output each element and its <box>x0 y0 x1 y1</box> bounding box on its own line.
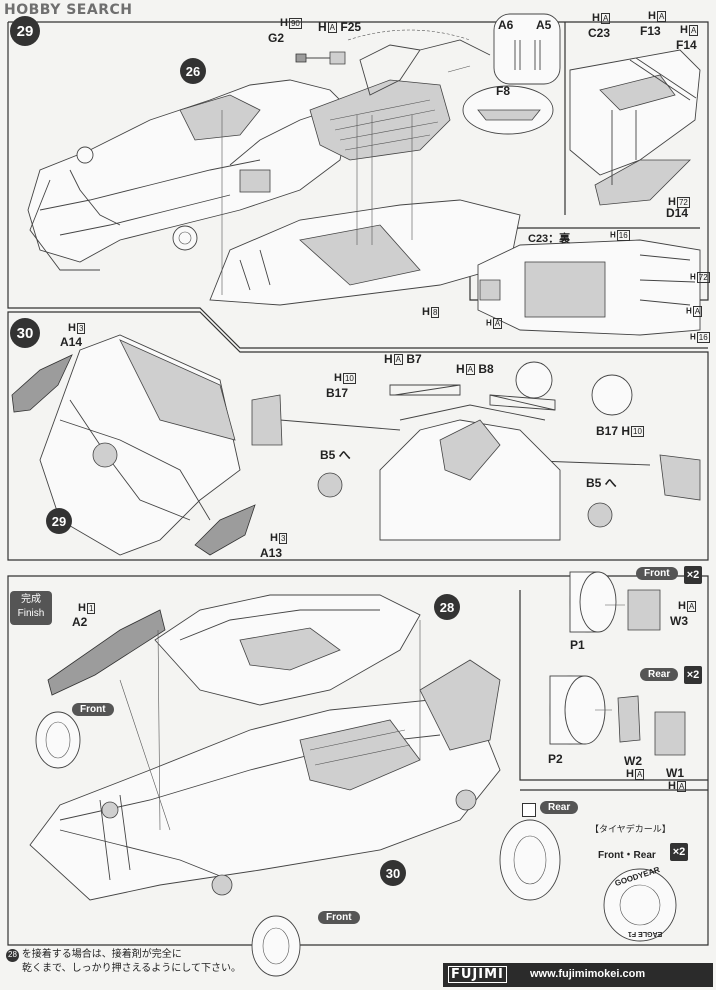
label-w3: W3 <box>670 614 688 628</box>
step29-border <box>8 21 709 301</box>
times-two-icon: ×2 <box>684 566 702 584</box>
sub-step-28: 28 <box>434 594 460 620</box>
step29-chassis <box>27 13 701 336</box>
note-step-ref: 28 <box>6 948 19 962</box>
glue-note: 28 を接着する場合は、接着剤が完全に 乾くまで、しっかり押さえるようにして下さ… <box>6 948 241 976</box>
label-f13: F13 <box>640 24 661 38</box>
tyre-parts <box>549 571 686 942</box>
label-f8: F8 <box>496 84 511 98</box>
step30-rear <box>11 334 701 556</box>
label-d14: D14 <box>666 206 689 220</box>
footer-bar <box>443 963 713 987</box>
rear-pill-right: Rear <box>640 668 679 681</box>
front-pill-left: Front <box>72 703 114 716</box>
times-two-icon-decal: ×2 <box>670 843 688 861</box>
tire-decal-front-rear: Front・Rear <box>598 850 656 861</box>
label-a13: A13 <box>260 546 283 560</box>
label-a5: A5 <box>536 18 552 32</box>
finish-badge: 完成 Finish <box>10 591 52 625</box>
note-line-2: 乾くまで、しっかり押さえるようにして下さい。 <box>22 963 241 974</box>
finish-car <box>29 594 561 977</box>
sub-step-26: 26 <box>180 58 206 84</box>
label-p2: P2 <box>548 752 563 766</box>
fujimi-logo: FUJIMI <box>448 966 507 983</box>
finish-label-en: Finish <box>17 608 45 619</box>
sub-step-29: 29 <box>46 508 72 534</box>
label-a2: A2 <box>72 615 88 629</box>
times-two-icon-rear: ×2 <box>684 666 702 684</box>
finish-label-jp: 完成 <box>21 594 41 605</box>
finish-border <box>7 575 709 946</box>
label-f14: F14 <box>676 38 697 52</box>
rear-pill-car: Rear <box>540 801 579 814</box>
label-a6: A6 <box>498 18 514 32</box>
tire-decal-title: 【タイヤデカール】 <box>590 824 671 834</box>
hobby-search-logo: HOBBY SEARCH <box>4 2 133 18</box>
label-w1: W1 <box>666 766 684 780</box>
rear-decal-icon <box>522 803 536 817</box>
note-line-1: を接着する場合は、接着剤が完全に <box>21 949 182 960</box>
label-g2: G2 <box>268 31 285 45</box>
front-pill-bottom: Front <box>318 911 360 924</box>
label-b5-right: B5 へ <box>586 476 617 490</box>
sub-step-30: 30 <box>380 860 406 886</box>
label-b17-left: B17 <box>326 386 349 400</box>
step-number-29: 29 <box>10 16 40 46</box>
label-b5-left: B5 へ <box>320 448 351 462</box>
label-c23-back: C23：裏 <box>528 233 571 245</box>
label-w2: W2 <box>624 754 642 768</box>
eagle-f1-logo: EAGLE F1 <box>628 930 663 937</box>
label-a14: A14 <box>60 335 83 349</box>
label-c23: C23 <box>588 26 611 40</box>
label-p1: P1 <box>570 638 585 652</box>
step-number-30: 30 <box>10 318 40 348</box>
front-pill-right: Front <box>636 567 678 580</box>
step30-border <box>7 311 709 561</box>
fujimi-url[interactable]: www.fujimimokei.com <box>530 968 646 980</box>
